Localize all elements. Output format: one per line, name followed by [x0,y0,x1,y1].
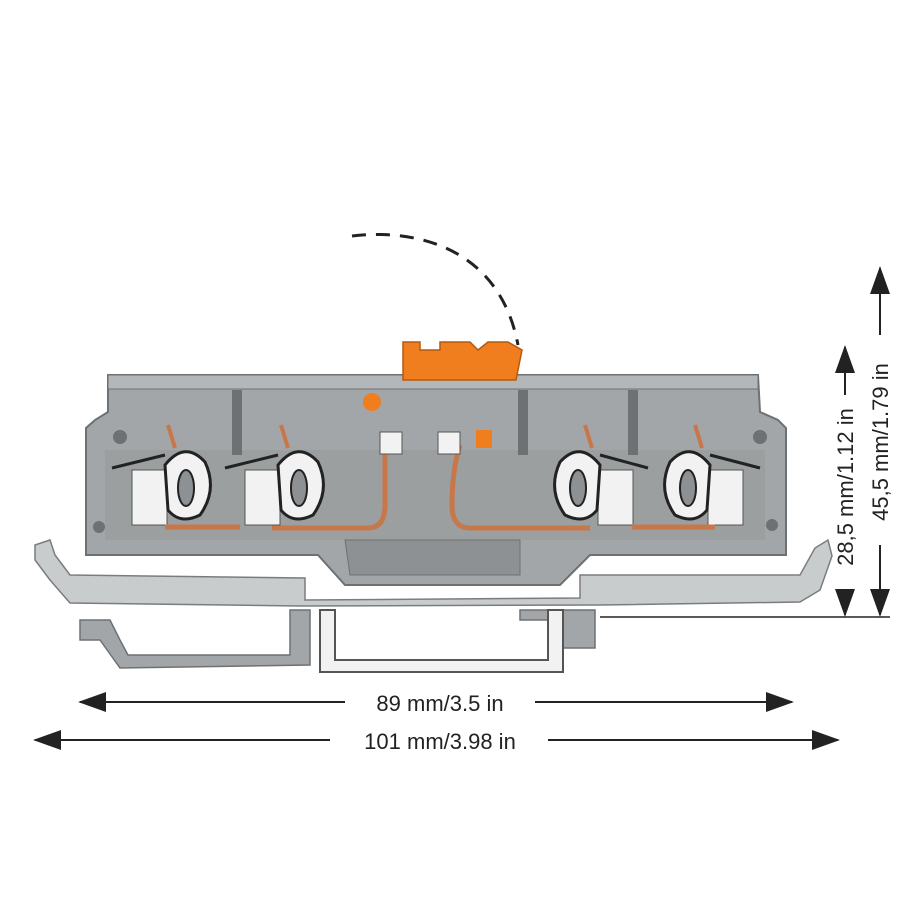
dimension-height-outer: 45,5 mm/1.79 in [868,266,893,617]
current-bars [165,444,715,531]
dimension-width-inner: 89 mm/3.5 in [78,691,794,716]
dimension-height-inner: 28,5 mm/1.12 in [833,345,858,617]
dimension-width-outer-label: 101 mm/3.98 in [364,729,516,754]
disconnect-lever-icon [402,341,523,448]
dimension-height-inner-label: 28,5 mm/1.12 in [833,408,858,566]
dimension-width-outer: 101 mm/3.98 in [33,729,840,754]
cage-clamp-spring-icon-1 [111,424,212,526]
din-rail [319,609,564,673]
cage-clamp-spring-icon-4 [663,424,761,526]
cage-clamp-spring-icon-2 [224,424,325,526]
carrier-rail [34,538,833,607]
dimension-width-inner-label: 89 mm/3.5 in [376,691,503,716]
dimension-height-outer-label: 45,5 mm/1.79 in [868,363,893,521]
disconnect-contacts [379,431,461,455]
cage-clamp-spring-icon-3 [553,424,649,526]
lever-swing-path [351,232,520,346]
